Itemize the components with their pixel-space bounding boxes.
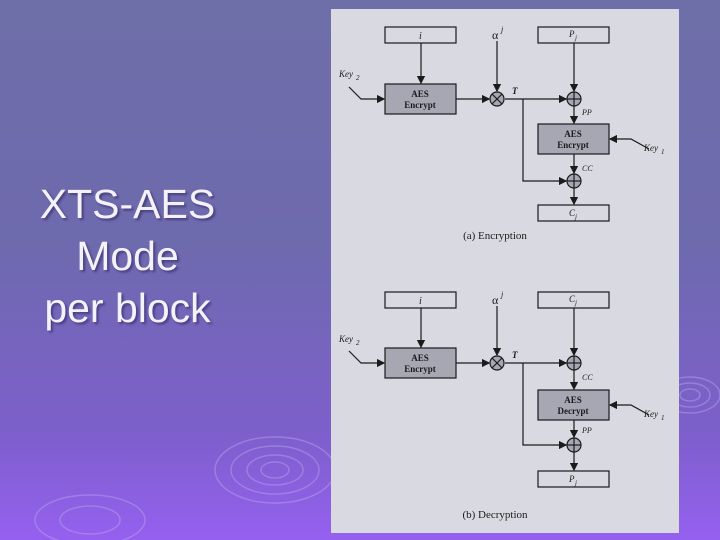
decryption-labels: i α j C j Key 2 AES Encrypt T CC AES Dec…	[338, 290, 665, 521]
enc-output-sub: j	[574, 213, 577, 221]
diagram-canvas: i α j P j Key 2 AES Encrypt T PP AES Enc…	[338, 25, 665, 521]
dec-aes2-line2: Decrypt	[558, 406, 589, 416]
dec-t-label: T	[512, 350, 518, 360]
xts-aes-diagram: i α j P j Key 2 AES Encrypt T PP AES Enc…	[331, 9, 679, 533]
enc-aes-encrypt-2-box	[537, 123, 610, 155]
dec-caption: (b) Decryption	[462, 509, 528, 521]
dec-i-label: i	[419, 296, 422, 307]
enc-aes2-line1: AES	[564, 129, 582, 139]
dec-output-sub: j	[574, 479, 577, 487]
enc-key1-sub: 1	[661, 148, 665, 156]
enc-key2-label: Key	[338, 69, 353, 79]
dec-aes-decrypt-box	[537, 389, 610, 421]
enc-pp-label: PP	[581, 108, 592, 117]
dec-alpha-sup: j	[500, 290, 504, 299]
enc-input-label: P	[568, 29, 575, 39]
slide-title: XTS-AES Mode per block	[10, 178, 245, 334]
slide-title-line-1: XTS-AES	[39, 181, 216, 227]
dec-output-label: P	[568, 474, 575, 484]
encryption-labels: i α j P j Key 2 AES Encrypt T PP AES Enc…	[338, 25, 665, 242]
dec-input-sub: j	[574, 299, 577, 307]
enc-input-sub: j	[574, 34, 577, 42]
dec-key1-label: Key	[643, 409, 658, 419]
enc-cc-label: CC	[582, 164, 593, 173]
dec-aes1-line2: Encrypt	[404, 364, 436, 374]
enc-alpha-label: α	[492, 28, 499, 42]
enc-caption: (a) Encryption	[463, 230, 527, 242]
enc-t-label: T	[512, 86, 518, 96]
dec-alpha-label: α	[492, 293, 499, 307]
dec-aes1-line1: AES	[411, 353, 429, 363]
enc-i-label: i	[419, 31, 422, 42]
encryption-diagram	[348, 26, 650, 222]
dec-aes-encrypt-box	[384, 347, 457, 379]
dec-aes2-line1: AES	[564, 395, 582, 405]
dec-cc-label: CC	[582, 373, 593, 382]
decryption-diagram	[348, 291, 650, 488]
dec-pp-label: PP	[581, 426, 592, 435]
dec-key1-sub: 1	[661, 414, 665, 422]
enc-key2-sub: 2	[356, 74, 360, 82]
dec-key2-label: Key	[338, 334, 353, 344]
enc-aes-encrypt-1-box	[384, 83, 457, 115]
enc-alpha-sup: j	[500, 25, 504, 34]
enc-aes2-line2: Encrypt	[557, 140, 589, 150]
slide-title-line-3: per block	[44, 285, 211, 331]
enc-key1-label: Key	[643, 143, 658, 153]
dec-input-label: C	[569, 294, 576, 304]
dec-key2-sub: 2	[356, 339, 360, 347]
slide-title-line-2: Mode	[76, 233, 179, 279]
enc-aes1-line1: AES	[411, 89, 429, 99]
enc-output-label: C	[569, 208, 576, 218]
enc-aes1-line2: Encrypt	[404, 100, 436, 110]
